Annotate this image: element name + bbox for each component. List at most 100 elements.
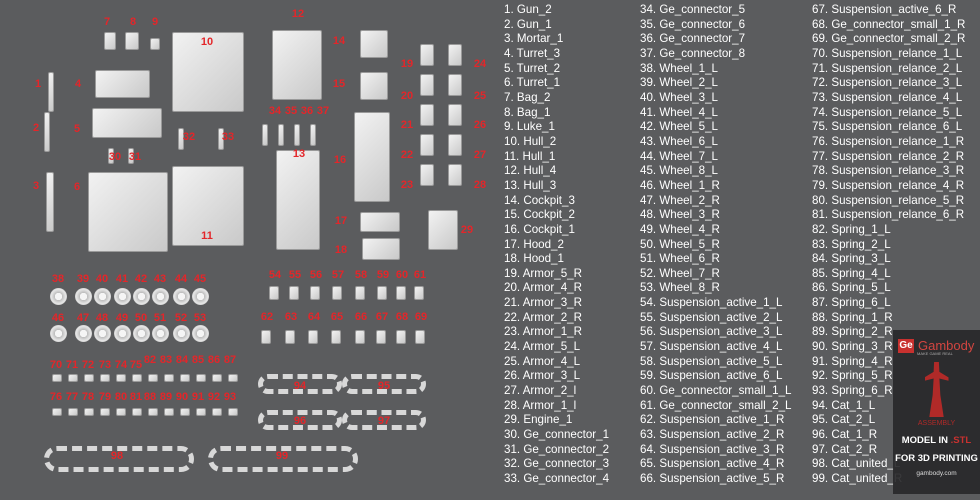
part-number-label: 37 — [316, 105, 330, 117]
part-number-label: 3 — [32, 180, 40, 192]
model-in-label: MODEL IN .STL — [893, 435, 980, 446]
part-number-label: 70 — [49, 359, 63, 371]
figure-icon — [924, 362, 949, 417]
suspension-shape — [355, 286, 365, 300]
parts-list-item: 60. Ge_connector_small_1_L — [640, 384, 792, 398]
parts-list-item: 11. Hull_1 — [504, 149, 556, 163]
parts-list-item: 43. Wheel_6_L — [640, 134, 718, 148]
parts-list-item: 87. Spring_6_L — [812, 296, 891, 310]
track-shape — [44, 446, 194, 472]
part-number-label: 98 — [110, 450, 124, 462]
part-shape — [172, 166, 244, 246]
parts-list-item: 56. Suspension_active_3_L — [640, 325, 783, 339]
armor-shape — [420, 44, 434, 66]
suspension-shape — [331, 330, 341, 344]
suspension-shape — [396, 330, 406, 344]
wheel-shape — [114, 288, 131, 305]
part-number-label: 84 — [175, 354, 189, 366]
part-number-label: 42 — [134, 273, 148, 285]
part-shape — [108, 148, 114, 164]
part-number-label: 97 — [377, 415, 391, 427]
suspension-shape — [289, 286, 299, 300]
printing-label: FOR 3D PRINTING — [895, 453, 978, 464]
parts-list-item: 76. Suspension_relance_1_R — [812, 134, 965, 148]
part-shape — [310, 124, 316, 146]
part-number-label: 53 — [193, 312, 207, 324]
part-shape — [276, 150, 320, 250]
parts-list-item: 21. Armor_3_R — [504, 296, 582, 310]
part-number-label: 78 — [81, 391, 95, 403]
suspension-shape — [285, 330, 295, 344]
parts-list-item: 63. Suspension_active_2_R — [640, 428, 785, 442]
part-number-label: 18 — [334, 244, 348, 256]
part-shape — [218, 128, 224, 150]
parts-list-item: 38. Wheel_1_L — [640, 61, 718, 75]
parts-list-item: 51. Wheel_6_R — [640, 252, 720, 266]
part-shape — [95, 70, 150, 98]
parts-list-item: 8. Bag_1 — [504, 105, 551, 119]
relance-shape — [132, 374, 142, 382]
part-shape — [272, 30, 322, 100]
relance-shape — [228, 374, 238, 382]
parts-list-item: 84. Spring_3_L — [812, 252, 891, 266]
parts-list-item: 20. Armor_4_R — [504, 281, 582, 295]
wheel-shape — [133, 325, 150, 342]
wheel-shape — [192, 325, 209, 342]
part-number-label: 92 — [207, 391, 221, 403]
part-number-label: 2 — [32, 122, 40, 134]
part-number-label: 40 — [95, 273, 109, 285]
part-number-label: 69 — [414, 311, 428, 323]
parts-list-item: 40. Wheel_3_L — [640, 90, 718, 104]
part-number-label: 90 — [175, 391, 189, 403]
parts-list-item: 15. Cockpit_2 — [504, 208, 575, 222]
parts-list-item: 31. Ge_connector_2 — [504, 442, 610, 456]
relance-shape — [116, 408, 126, 416]
part-number-label: 6 — [73, 181, 81, 193]
part-number-label: 1 — [34, 78, 42, 90]
parts-list-item: 42. Wheel_5_L — [640, 120, 718, 134]
part-number-label: 95 — [377, 380, 391, 392]
track-shape — [258, 374, 342, 394]
brand-tagline: MAKE GAME REAL — [917, 351, 953, 356]
part-shape — [362, 238, 400, 260]
parts-list-item: 58. Suspension_active_5_L — [640, 354, 783, 368]
wheel-shape — [75, 288, 92, 305]
relance-shape — [180, 408, 190, 416]
part-number-label: 46 — [51, 312, 65, 324]
part-number-label: 66 — [354, 311, 368, 323]
parts-list-item: 9. Luke_1 — [504, 120, 555, 134]
part-number-label: 77 — [65, 391, 79, 403]
part-number-label: 62 — [260, 311, 274, 323]
armor-shape — [420, 164, 434, 186]
part-number-label: 80 — [114, 391, 128, 403]
part-shape — [360, 30, 388, 58]
part-number-label: 93 — [223, 391, 237, 403]
parts-list-item: 4. Turret_3 — [504, 46, 561, 60]
part-number-label: 39 — [76, 273, 90, 285]
parts-list-item: 78. Suspension_relance_3_R — [812, 164, 965, 178]
parts-list-item: 39. Wheel_2_L — [640, 76, 718, 90]
part-number-label: 29 — [460, 224, 474, 236]
parts-list-item: 75. Suspension_relance_6_L — [812, 120, 963, 134]
parts-list-item: 33. Ge_connector_4 — [504, 472, 610, 485]
part-shape — [428, 210, 458, 250]
part-number-label: 16 — [333, 154, 347, 166]
part-shape — [44, 112, 50, 152]
part-number-label: 47 — [76, 312, 90, 324]
parts-list-item: 48. Wheel_3_R — [640, 208, 720, 222]
part-number-label: 91 — [191, 391, 205, 403]
track-shape — [208, 446, 358, 472]
part-number-label: 81 — [129, 391, 143, 403]
part-number-label: 49 — [115, 312, 129, 324]
part-number-label: 76 — [49, 391, 63, 403]
parts-list-item: 88. Spring_1_R — [812, 310, 893, 324]
relance-shape — [164, 374, 174, 382]
part-shape — [48, 72, 54, 112]
part-number-label: 21 — [400, 119, 414, 131]
part-number-label: 26 — [473, 119, 487, 131]
part-number-label: 65 — [330, 311, 344, 323]
part-number-label: 64 — [307, 311, 321, 323]
relance-shape — [196, 408, 206, 416]
part-shape — [360, 212, 400, 232]
